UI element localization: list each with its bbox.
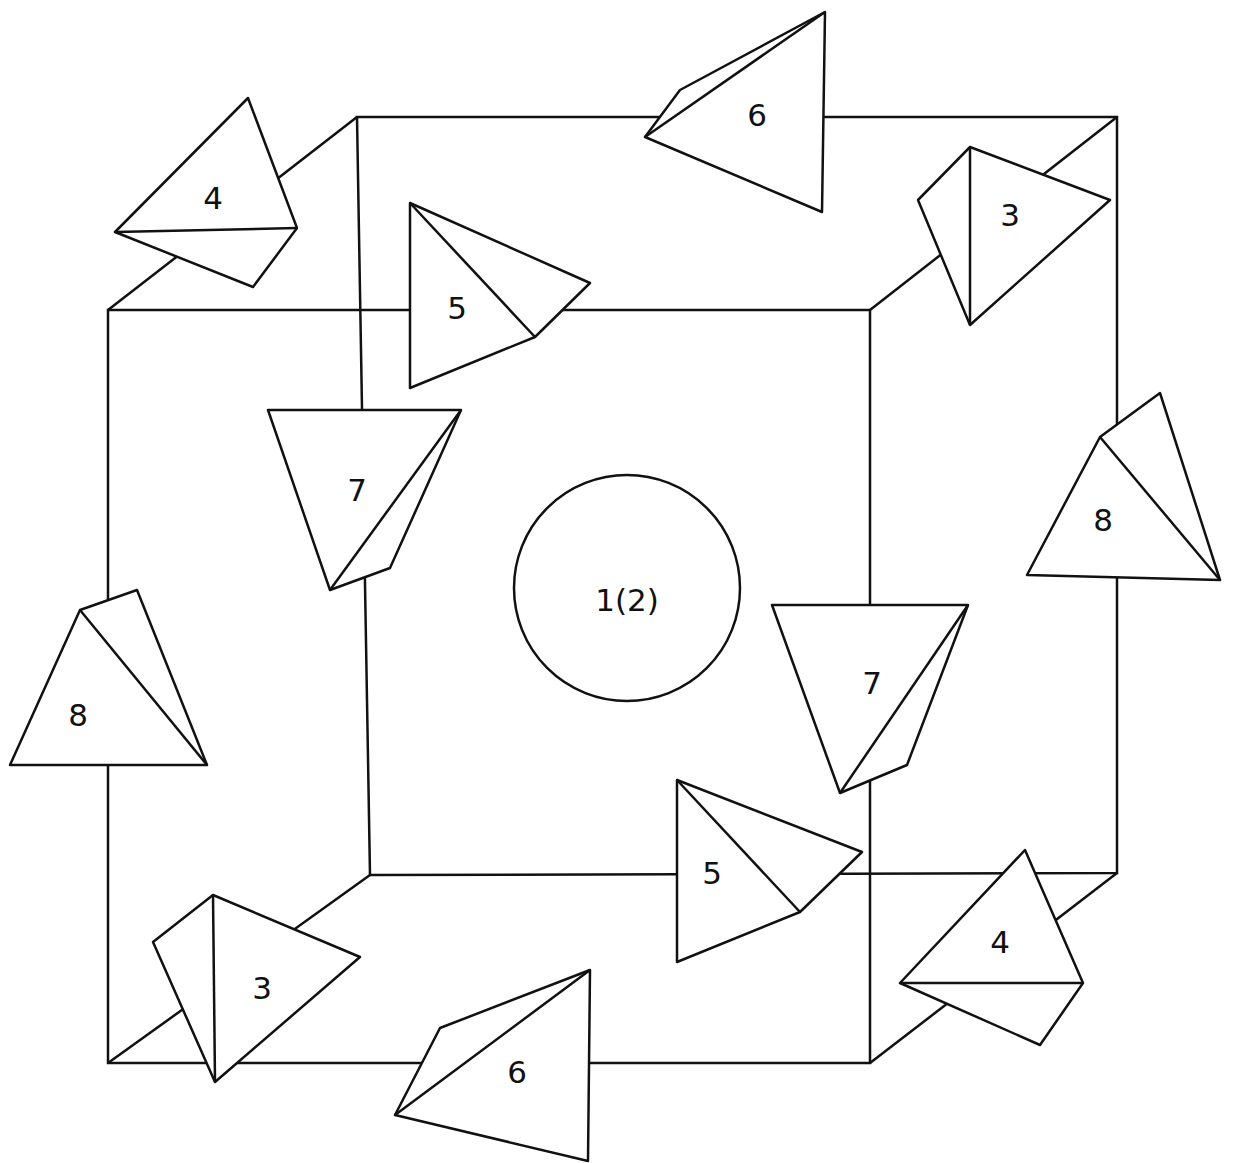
shape-outline xyxy=(918,147,1110,325)
tetrahedron-edge xyxy=(1100,437,1220,580)
shape-outline xyxy=(395,970,590,1161)
shape-outline xyxy=(10,590,207,765)
tetrahedron-number: 6 xyxy=(747,100,767,131)
shape-outline xyxy=(410,203,590,388)
tetrahedron: 8 xyxy=(10,590,207,765)
tetrahedron-number: 7 xyxy=(347,475,367,506)
tetrahedron-outline xyxy=(645,12,825,212)
tetrahedron-outline xyxy=(395,970,590,1161)
tetrahedron-edge xyxy=(840,605,968,793)
tetrahedron: 4 xyxy=(900,850,1083,1045)
back-face xyxy=(357,117,1117,875)
tetrahedron-number: 3 xyxy=(252,973,272,1004)
tetrahedron-number: 3 xyxy=(1000,200,1020,231)
shape-outline xyxy=(772,605,968,793)
tetrahedron-edge xyxy=(213,895,215,1082)
tetrahedron-number: 4 xyxy=(203,183,223,214)
tetrahedron: 8 xyxy=(1027,393,1220,580)
site-label: 1(2) xyxy=(595,585,659,616)
tetrahedron-edge xyxy=(115,228,297,232)
tetrahedron: 6 xyxy=(395,970,590,1161)
tetrahedron-number: 6 xyxy=(507,1057,527,1088)
tetrahedron: 7 xyxy=(268,410,461,590)
tetrahedron-outline xyxy=(268,410,461,590)
tetrahedron: 3 xyxy=(918,147,1110,325)
tetrahedron-outline xyxy=(10,590,207,765)
tetrahedron-edge xyxy=(80,610,207,765)
tetrahedron-outline xyxy=(900,850,1083,1045)
tetrahedron: 5 xyxy=(677,780,862,962)
tetrahedron-edge xyxy=(330,410,461,590)
tetrahedron: 5 xyxy=(410,203,590,388)
atom-circle: 1(2) xyxy=(514,475,740,701)
tetrahedron-number: 4 xyxy=(990,927,1010,958)
tetrahedron: 4 xyxy=(115,98,297,287)
tetrahedron-number: 5 xyxy=(702,858,722,889)
tetrahedron-number: 8 xyxy=(68,700,88,731)
tetrahedron-edge xyxy=(410,203,535,337)
tetrahedron-outline xyxy=(410,203,590,388)
tetrahedron-outline xyxy=(115,98,297,287)
tetrahedron-number: 5 xyxy=(447,293,467,324)
tetrahedron: 3 xyxy=(153,895,360,1082)
shape-outline xyxy=(645,12,825,212)
circle-outline xyxy=(514,475,740,701)
tetrahedron-number: 7 xyxy=(862,668,882,699)
tetrahedron: 7 xyxy=(772,605,968,793)
tetrahedron: 6 xyxy=(645,12,825,212)
shape-outline xyxy=(1027,393,1220,580)
tetrahedron-edge xyxy=(900,982,1083,985)
tetrahedron-outline xyxy=(918,147,1110,325)
tetrahedron-outline xyxy=(153,895,360,1082)
tetrahedron-edge xyxy=(969,147,972,325)
tetrahedron-edge xyxy=(395,970,590,1115)
tetrahedron-edge xyxy=(645,12,825,137)
tetrahedron-outline xyxy=(1027,393,1220,580)
tetrahedron-number: 8 xyxy=(1093,505,1113,536)
tetrahedron-outline xyxy=(772,605,968,793)
tetrahedron-edge xyxy=(677,780,800,912)
tetrahedron-outline xyxy=(677,780,862,962)
